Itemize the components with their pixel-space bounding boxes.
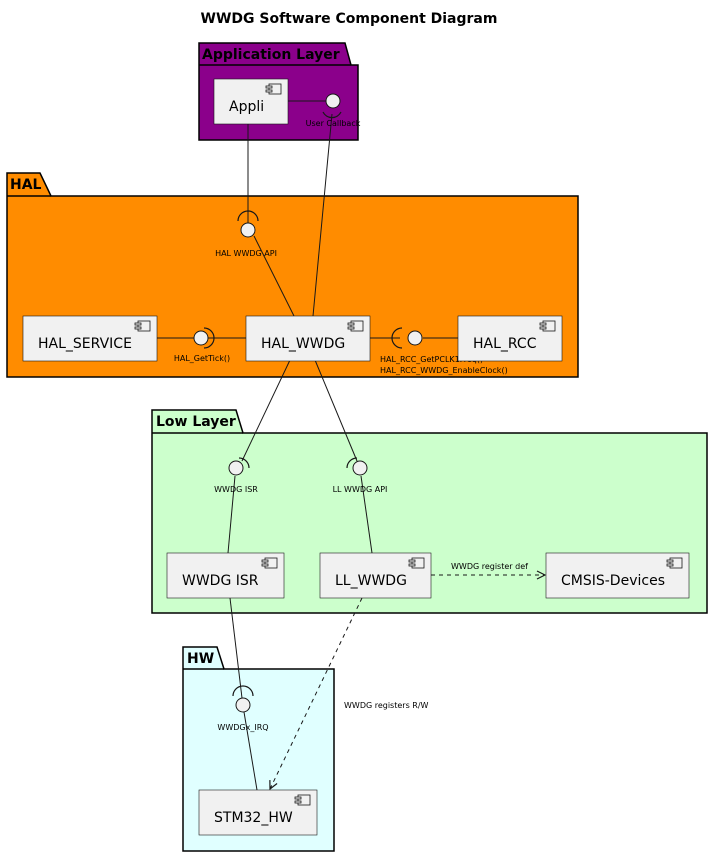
- component-label-hal-service: HAL_SERVICE: [38, 336, 132, 352]
- connections: [157, 100, 545, 791]
- edge-label-register-def: WWDG register def: [451, 562, 528, 571]
- component-label-stm32-hw: STM32_HW: [214, 810, 293, 826]
- component-label-cmsis: CMSIS-Devices: [561, 573, 665, 589]
- edge-wwdgisr-if-comp: [227, 475, 236, 554]
- edge-halwwdg-wwdgisr: [241, 359, 291, 462]
- edge-llwwdg-stm32hw: [270, 597, 363, 789]
- package-label-app: Application Layer: [202, 47, 340, 63]
- wwdg-isr-socket: [238, 457, 250, 469]
- component-label-appli: Appli: [229, 99, 264, 115]
- package-label-hw: HW: [187, 651, 214, 667]
- ll-wwdg-api-socket: [346, 457, 358, 469]
- component-cmsis-devices[interactable]: CMSIS-Devices: [545, 552, 690, 599]
- edge-usercallback-halwwdg: [312, 113, 333, 317]
- wwdgx-irq-lollipop: [235, 697, 251, 713]
- hal-rcc-lollipop: [407, 330, 423, 346]
- hal-wwdg-api-socket: [237, 210, 259, 222]
- wwdg-isr-lollipop: [228, 460, 244, 476]
- edge-llapi-llwwdg: [360, 475, 373, 554]
- ll-wwdg-api-label: LL WWDG API: [333, 485, 388, 494]
- component-ll-wwdg[interactable]: LL_WWDG: [319, 552, 432, 599]
- component-label-hal-wwdg: HAL_WWDG: [261, 336, 345, 352]
- hal-gettick-label: HAL_GetTick(): [174, 354, 230, 363]
- interface-wwdgx-irq: WWDGx_IRQ: [217, 685, 269, 732]
- hal-rcc-label-1: HAL_RCC_GetPCLK1Freq(): [380, 355, 483, 364]
- component-label-wwdg-isr: WWDG ISR: [182, 573, 259, 589]
- user-callback-socket: [322, 111, 342, 119]
- component-hal-rcc[interactable]: HAL_RCC: [457, 315, 563, 362]
- hal-wwdg-api-lollipop: [240, 222, 256, 238]
- interface-hal-wwdg-api: HAL WWDG API: [215, 210, 277, 258]
- component-label-ll-wwdg: LL_WWDG: [335, 573, 407, 589]
- user-callback-label: User Callback: [306, 119, 361, 128]
- package-label-hal: HAL: [10, 177, 42, 193]
- hal-wwdg-api-label: HAL WWDG API: [215, 249, 277, 258]
- edge-halwwdg-llapi: [314, 359, 358, 462]
- interface-user-callback: User Callback: [306, 93, 361, 128]
- package-label-low: Low Layer: [156, 414, 236, 430]
- hal-rcc-label-2: HAL_RCC_WWDG_EnableClock(): [380, 366, 508, 375]
- wwdgx-irq-label: WWDGx_IRQ: [217, 723, 268, 732]
- edge-label-registers-rw: WWDG registers R/W: [344, 701, 429, 710]
- component-hal-service[interactable]: HAL_SERVICE: [22, 315, 158, 362]
- component-stm32-hw[interactable]: STM32_HW: [198, 789, 318, 836]
- hal-rcc-socket: [391, 327, 403, 349]
- component-appli[interactable]: Appli: [213, 78, 289, 125]
- edge-irq-stm32hw: [243, 711, 258, 791]
- diagram-title: WWDG Software Component Diagram: [201, 11, 498, 27]
- wwdg-isr-if-label: WWDG ISR: [214, 485, 258, 494]
- interface-ll-wwdg-api: LL WWDG API: [333, 457, 388, 494]
- hal-gettick-lollipop: [193, 330, 209, 346]
- wwdgx-irq-socket: [232, 685, 254, 697]
- interface-hal-rcc: HAL_RCC_GetPCLK1Freq() HAL_RCC_WWDG_Enab…: [380, 327, 508, 375]
- component-hal-wwdg[interactable]: HAL_WWDG: [245, 315, 371, 362]
- edge-halapi-halwwdg: [253, 235, 295, 317]
- ll-wwdg-api-lollipop: [352, 460, 368, 476]
- interface-wwdg-isr: WWDG ISR: [214, 457, 258, 494]
- interface-hal-gettick: HAL_GetTick(): [174, 327, 230, 363]
- edge-wwdgisr-irq: [229, 597, 243, 699]
- component-wwdg-isr[interactable]: WWDG ISR: [166, 552, 285, 599]
- user-callback-lollipop: [325, 93, 341, 109]
- hal-gettick-socket: [203, 327, 215, 349]
- component-label-hal-rcc: HAL_RCC: [473, 336, 537, 352]
